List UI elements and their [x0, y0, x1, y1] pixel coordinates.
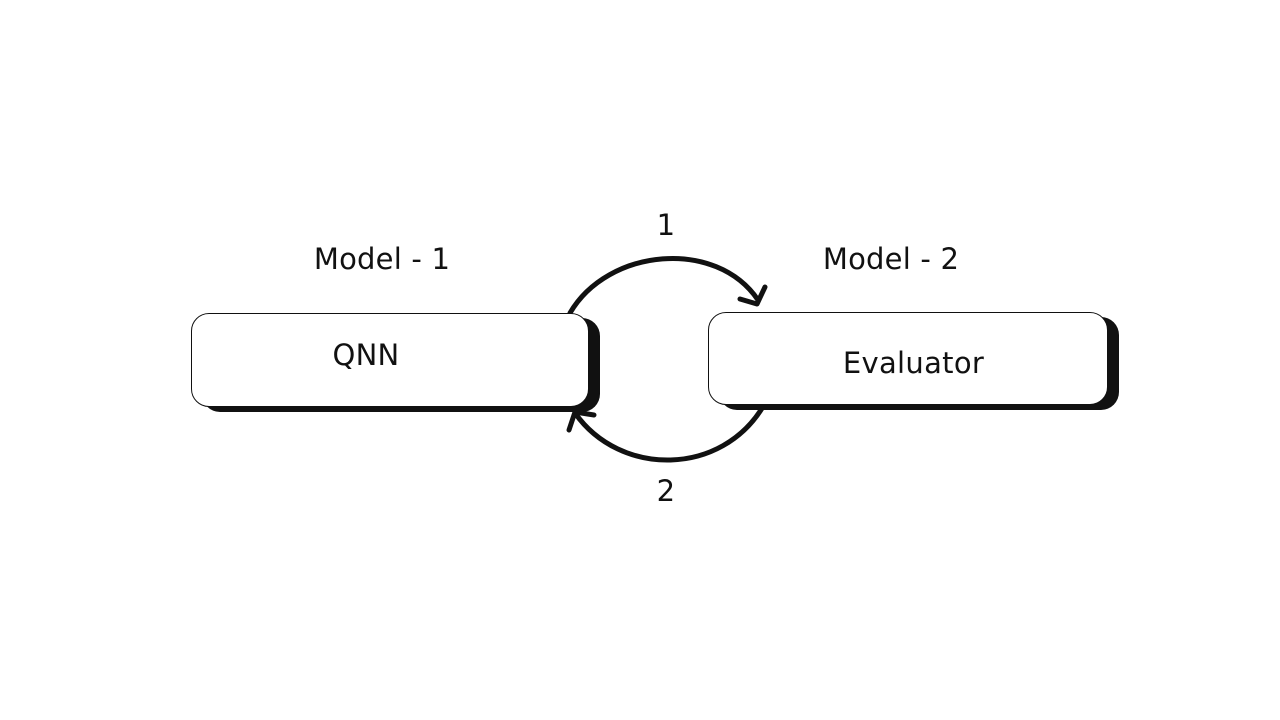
edge-2-label: 2 — [656, 474, 676, 508]
arrow-qnn-to-evaluator — [567, 256, 768, 316]
model-1-caption: Model - 1 — [313, 242, 451, 276]
arrow-evaluator-to-qnn — [566, 402, 767, 463]
edge-1-label: 1 — [656, 208, 676, 242]
evaluator-node: Evaluator — [708, 312, 1108, 405]
qnn-node-label: QNN — [332, 338, 400, 372]
model-2-caption: Model - 2 — [822, 242, 960, 276]
qnn-node: QNN — [191, 313, 589, 407]
evaluator-node-label: Evaluator — [842, 345, 985, 380]
